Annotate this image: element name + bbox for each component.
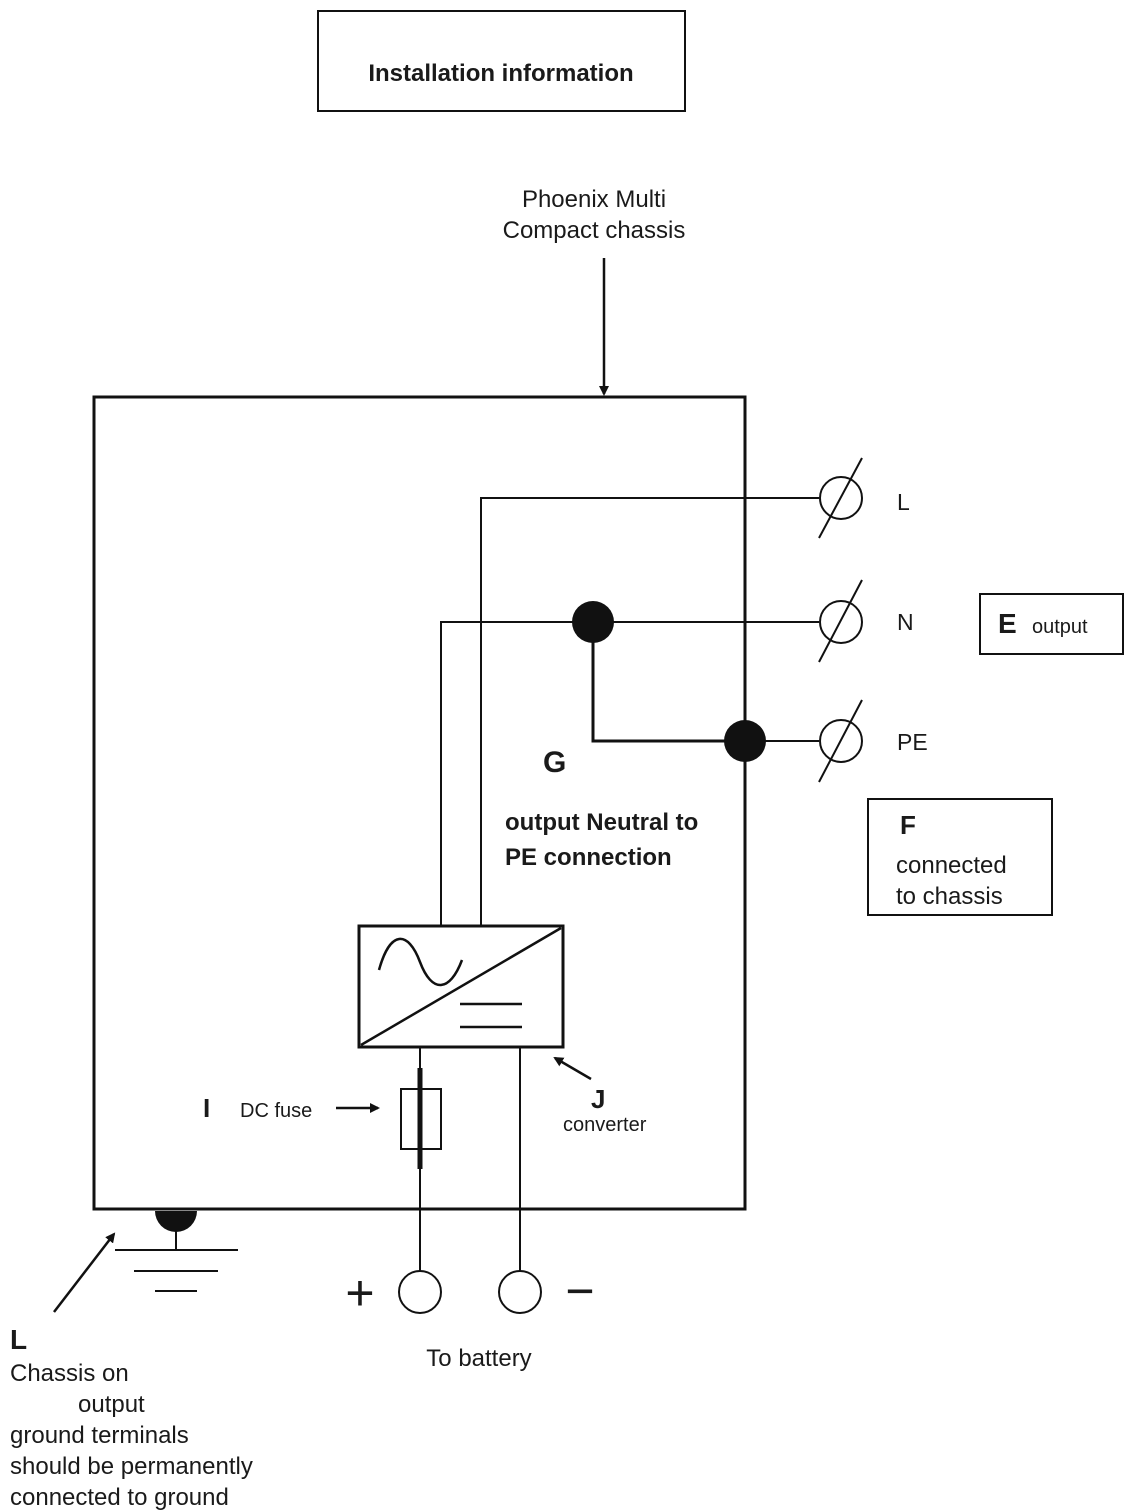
callout-l-line4: should be permanently [10,1453,253,1480]
terminal-pe [818,699,863,783]
callout-g-line2: PE connection [505,844,672,871]
callout-l-letter: L [10,1324,27,1355]
battery-negative-terminal [498,1270,542,1314]
callout-f-letter: F [900,810,916,840]
battery-positive-terminal [398,1270,442,1314]
callout-f-line2: to chassis [896,883,1003,910]
callout-l-line3: ground terminals [10,1422,189,1449]
neutral-pe-link [591,622,745,743]
callout-g-line1: output Neutral to [505,809,698,836]
callout-e-text: output [1032,616,1088,638]
battery-minus-sign: − [565,1263,594,1319]
ac-sine-icon [377,937,464,987]
callout-i-text: DC fuse [240,1100,312,1122]
terminal-label-l: L [897,489,910,515]
callout-f-line1: connected [896,852,1007,879]
converter-arrow [553,1056,592,1081]
dc-fuse [400,1068,442,1169]
neutral-junction-dot [572,601,614,643]
chassis-label: Phoenix Multi Compact chassis [503,186,686,244]
terminal-label-pe: PE [897,729,928,755]
terminal-n [818,579,863,663]
callout-l-line1: Chassis on [10,1360,129,1387]
diagram-title: Installation information [368,60,633,87]
callout-j-text: converter [563,1114,647,1136]
battery-plus-sign: + [345,1265,374,1321]
callout-l-line2: output [78,1391,145,1418]
chassis-label-line1: Phoenix Multi [522,186,666,213]
callout-f-box: F connected to chassis [867,798,1053,916]
neutral-wire [440,621,819,925]
ground-icon [115,1211,238,1292]
terminal-l [818,457,863,539]
battery-label: To battery [426,1345,531,1372]
callout-e-letter: E [998,608,1017,639]
callout-g-letter: G [543,746,566,779]
title-box: Installation information [317,10,686,112]
pe-junction-dot [724,720,766,762]
terminal-label-n: N [897,609,914,635]
converter-block [357,924,565,1049]
chassis-label-line2: Compact chassis [503,217,686,244]
callout-j-letter: J [591,1084,605,1114]
line-wire [480,497,819,925]
ground-arrow [53,1232,116,1313]
callout-i-letter: I [203,1093,210,1123]
callout-e-box: E output [979,593,1124,655]
callout-l-line5: connected to ground [10,1484,229,1511]
